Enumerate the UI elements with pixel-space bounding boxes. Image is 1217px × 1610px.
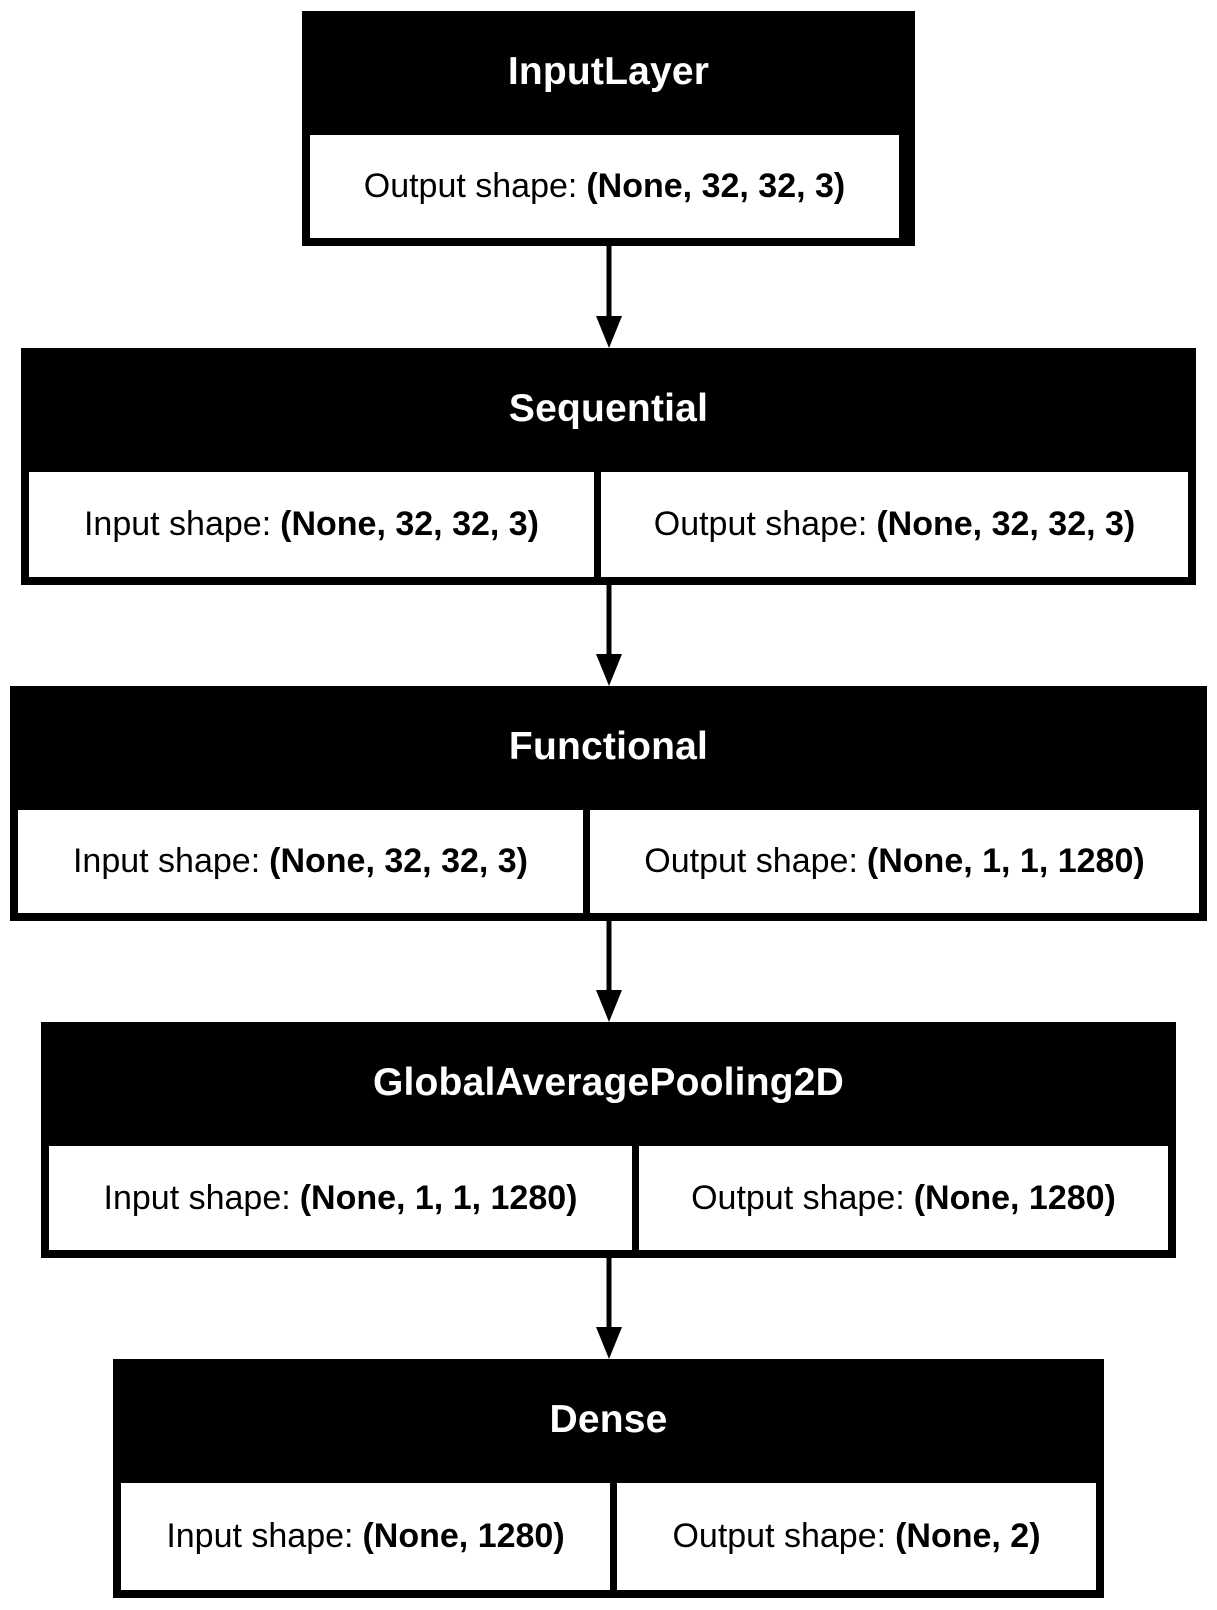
- output-shape-cell: Output shape: (None, 32, 32, 3): [601, 472, 1188, 577]
- input-shape-value: (None, 32, 32, 3): [269, 842, 529, 880]
- node-functional: Functional Input shape: (None, 32, 32, 3…: [10, 686, 1207, 921]
- arrow-globalaveragepooling2d-to-dense: [596, 1258, 622, 1359]
- arrow-sequential-to-functional: [596, 585, 622, 686]
- input-shape-label: Input shape:: [72, 842, 261, 880]
- node-globalaveragepooling2d: GlobalAveragePooling2D Input shape: (Non…: [41, 1022, 1176, 1258]
- output-shape-value: (None, 2): [895, 1517, 1041, 1555]
- node-title: Dense: [549, 1398, 668, 1441]
- output-shape-label: Output shape:: [653, 505, 868, 543]
- input-shape-label: Input shape:: [83, 505, 272, 543]
- node-title: GlobalAveragePooling2D: [372, 1061, 845, 1104]
- output-shape-label: Output shape:: [672, 1517, 887, 1555]
- input-shape-value: (None, 1, 1, 1280): [299, 1178, 578, 1217]
- output-shape-cell: Output shape: (None, 2): [617, 1483, 1096, 1590]
- output-shape-value: (None, 1, 1, 1280): [866, 842, 1145, 880]
- node-dense: Dense Input shape: (None, 1280) Output s…: [113, 1359, 1104, 1598]
- arrow-functional-to-globalaveragepooling2d: [596, 921, 622, 1022]
- input-shape-cell: Input shape: (None, 1, 1, 1280): [49, 1146, 632, 1250]
- node-title: Functional: [508, 725, 709, 768]
- input-shape-cell: Input shape: (None, 32, 32, 3): [29, 472, 594, 577]
- output-shape-value: (None, 1280): [913, 1178, 1116, 1217]
- input-shape-value: (None, 32, 32, 3): [280, 505, 540, 543]
- arrow-inputlayer-to-sequential: [596, 246, 622, 348]
- input-shape-label: Input shape:: [166, 1517, 354, 1555]
- input-shape-label: Input shape:: [103, 1178, 291, 1217]
- input-shape-value: (None, 1280): [362, 1517, 565, 1555]
- node-title: InputLayer: [507, 50, 710, 93]
- output-shape-label: Output shape:: [363, 167, 578, 205]
- output-shape-value: (None, 32, 32, 3): [876, 505, 1136, 543]
- input-shape-cell: Input shape: (None, 32, 32, 3): [18, 810, 583, 913]
- output-shape-cell: Output shape: (None, 1280): [639, 1146, 1168, 1250]
- node-inputlayer: InputLayer Output shape: (None, 32, 32, …: [302, 11, 915, 246]
- output-shape-value: (None, 32, 32, 3): [586, 167, 846, 205]
- output-shape-cell: Output shape: (None, 1, 1, 1280): [590, 810, 1199, 913]
- output-shape-cell: Output shape: (None, 32, 32, 3): [310, 135, 899, 238]
- output-shape-label: Output shape:: [644, 842, 858, 880]
- output-shape-label: Output shape:: [691, 1178, 905, 1217]
- input-shape-cell: Input shape: (None, 1280): [121, 1483, 610, 1590]
- node-title: Sequential: [508, 387, 709, 430]
- node-sequential: Sequential Input shape: (None, 32, 32, 3…: [21, 348, 1196, 585]
